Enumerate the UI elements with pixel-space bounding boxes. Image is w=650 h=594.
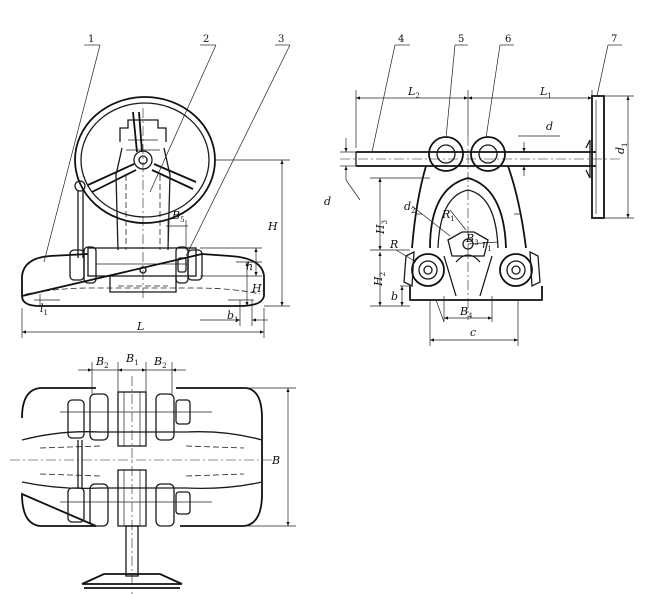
wheel-knob-icon [74,180,86,192]
dim-d: d [546,120,553,133]
dim-l1: l1 [40,302,48,317]
callout-5: 5 [458,34,464,45]
dim-H1: H1 [251,282,266,297]
dim-B3: B3 [465,232,479,247]
dim-b1: b1 [227,309,239,324]
callout-4: 4 [398,34,404,45]
dim-L2: L2 [407,85,420,100]
rail-profile [21,253,265,307]
callout-6: 6 [505,34,511,45]
dim-B2-left: B2 [95,355,109,370]
front-view: H h H1 B5 L b1 l1 1 2 3 [21,34,291,338]
dim-c: c [470,326,476,339]
dim-B5: B5 [171,209,185,224]
dim-H2: H2 [372,272,387,287]
callout-2: 2 [203,34,209,45]
callout-3: 3 [278,34,284,45]
top-handle [81,525,183,589]
dim-H3: H3 [374,220,389,235]
side-dimensions [340,90,634,346]
dim-R: R [389,238,398,251]
dim-d-left: d [324,195,331,208]
dim-B1: B1 [125,352,139,367]
side-wheel [591,95,605,219]
dim-L1: L1 [539,85,552,100]
top-dimensions [78,362,296,527]
dim-d2: d2 [404,200,416,215]
hand-wheel [74,96,216,224]
top-view: B2 B1 B2 B [10,352,296,594]
dim-d1: d1 [614,142,629,154]
dim-L: L [136,320,144,333]
top-jaws-lower [60,469,212,527]
dim-B2-right: B2 [153,355,167,370]
top-jaws-upper [60,391,212,447]
arch-body [411,136,527,320]
dim-b: b [391,290,398,303]
top-rail-outline [21,387,263,527]
dim-r1: r1 [482,238,492,253]
callout-7: 7 [611,34,617,45]
front-dimensions [21,159,290,338]
dim-B: B [271,454,280,467]
lower-jaws [403,250,543,301]
side-view: L2 L1 d d d1 d2 R1 H3 R B3 r1 H2 b B4 [324,34,634,346]
dim-h: h [246,260,253,273]
spindle-column [115,108,171,300]
callout-1: 1 [88,34,94,45]
dim-R1: R1 [441,208,455,223]
dim-H: H [267,220,278,233]
dim-B4: B4 [459,305,473,320]
